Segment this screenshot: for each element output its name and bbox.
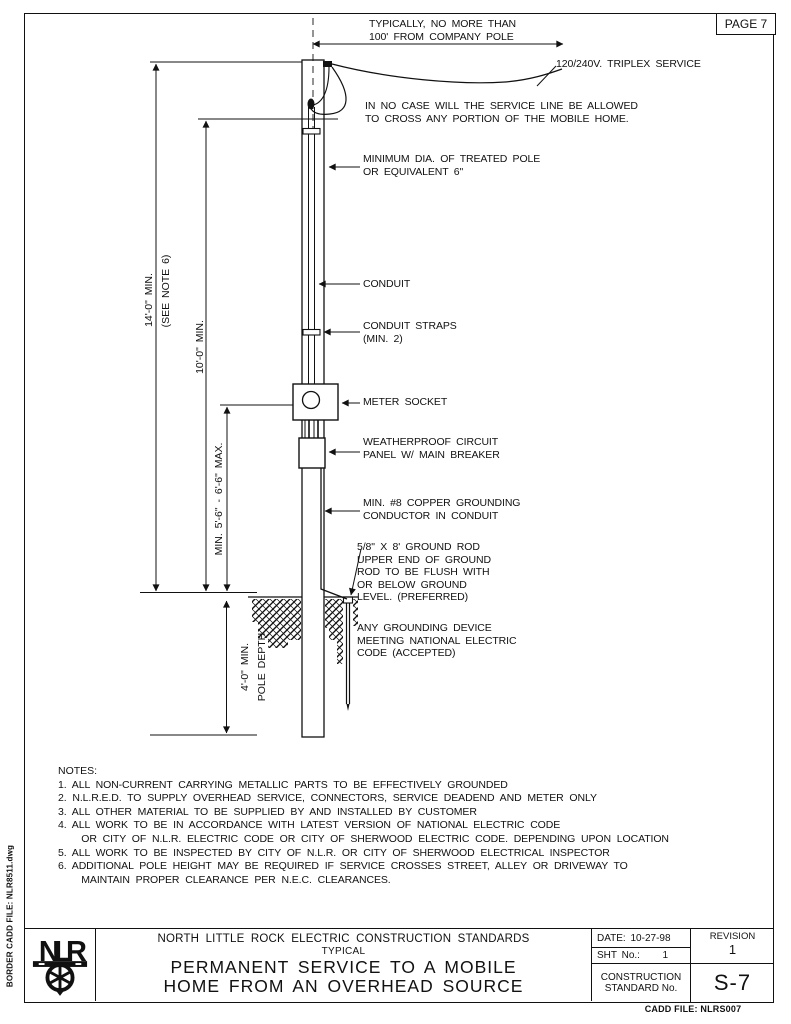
title-line2: HOME FROM AN OVERHEAD SOURCE xyxy=(163,976,524,996)
revision-label: REVISION xyxy=(709,931,756,942)
label-pole-diameter: MINIMUM DIA. OF TREATED POLE OR EQUIVALE… xyxy=(363,153,541,178)
label-ground-rod: 5/8" X 8' GROUND ROD UPPER END OF GROUND… xyxy=(357,541,491,604)
grounding-conductor xyxy=(320,468,348,600)
conduit-nipple xyxy=(304,420,319,438)
circuit-panel xyxy=(298,437,326,469)
dim-text-14ft-note: (SEE NOTE 6) xyxy=(160,254,172,328)
conduit-riser xyxy=(308,107,315,384)
note-line: 4. ALL WORK TO BE IN ACCORDANCE WITH LAT… xyxy=(58,819,561,832)
dimension-lines xyxy=(152,40,564,734)
label-ground-device: ANY GROUNDING DEVICE MEETING NATIONAL EL… xyxy=(357,622,517,660)
label-meter-socket: METER SOCKET xyxy=(363,396,448,408)
title-org: NORTH LITTLE ROCK ELECTRIC CONSTRUCTION … xyxy=(157,933,530,945)
notes-heading: NOTES: xyxy=(58,765,98,777)
title-cell: NORTH LITTLE ROCK ELECTRIC CONSTRUCTION … xyxy=(96,929,592,1002)
note-line: 5. ALL WORK TO BE INSPECTED BY CITY OF N… xyxy=(58,846,610,859)
weatherhead xyxy=(307,98,315,110)
dim-text-pole-depth: 4'-0" MIN. xyxy=(239,643,251,691)
sheet-number-label: SHT No.: xyxy=(597,950,640,961)
meter-socket xyxy=(292,383,339,421)
page-border xyxy=(24,13,774,1003)
label-conduit: CONDUIT xyxy=(363,278,411,290)
revision-value: 1 xyxy=(728,942,737,957)
label-triplex-service: 120/240V. TRIPLEX SERVICE xyxy=(556,58,701,70)
date-value: 10-27-98 xyxy=(630,932,671,944)
label-leaders xyxy=(318,163,362,596)
page-number-box: PAGE 7 xyxy=(716,13,776,35)
conduit-strap-lower xyxy=(302,328,321,336)
dim-text-14ft: 14'-0" MIN. xyxy=(143,273,155,327)
standard-number-cell: S-7 xyxy=(690,964,774,1003)
cadd-file-note: CADD FILE: NLRS007 xyxy=(644,1004,742,1014)
sheet-number-cell: SHT No.: 1 xyxy=(592,948,690,964)
title-line1: PERMANENT SERVICE TO A MOBILE xyxy=(170,957,517,977)
note-line: 6. ADDITIONAL POLE HEIGHT MAY BE REQUIRE… xyxy=(58,860,628,873)
date-cell: DATE: 10-27-98 xyxy=(592,929,690,948)
title-block: NLR NORTH LITTLE ROCK ELECTRIC CONSTRUCT… xyxy=(24,928,774,1003)
construction-standard-cell: CONSTRUCTION STANDARD No. xyxy=(600,971,682,995)
page-number: PAGE 7 xyxy=(724,17,768,31)
label-no-cross: IN NO CASE WILL THE SERVICE LINE BE ALLO… xyxy=(365,100,638,125)
ground-rod xyxy=(342,596,354,711)
service-drop xyxy=(307,61,563,115)
conduit-strap-upper xyxy=(302,127,321,135)
note-line: 2. N.L.R.E.D. TO SUPPLY OVERHEAD SERVICE… xyxy=(58,792,597,805)
nlr-utility-logo: NLR xyxy=(32,936,89,997)
dim-text-pole-depth-label: POLE DEPTH xyxy=(256,632,268,702)
note-line: 3. ALL OTHER MATERIAL TO BE SUPPLIED BY … xyxy=(58,805,477,818)
title-typical: TYPICAL xyxy=(321,946,366,957)
label-ground-conductor: MIN. #8 COPPER GROUNDING CONDUCTOR IN CO… xyxy=(363,497,521,522)
revision-cell: REVISION 1 xyxy=(690,929,774,964)
dim-text-meter-height: MIN. 5'-6" - 6'-6" MAX. xyxy=(213,442,225,556)
extension-lines xyxy=(140,61,338,736)
label-circuit-panel: WEATHERPROOF CIRCUIT PANEL W/ MAIN BREAK… xyxy=(363,436,500,461)
note-line: OR CITY OF N.L.R. ELECTRIC CODE OR CITY … xyxy=(58,832,669,845)
dim-text-10ft: 10'-0" MIN. xyxy=(194,320,206,374)
label-conduit-straps: CONDUIT STRAPS (MIN. 2) xyxy=(363,320,457,345)
notes-list: 1. ALL NON-CURRENT CARRYING METALLIC PAR… xyxy=(58,779,669,888)
service-leader xyxy=(536,65,557,87)
logo-cell: NLR xyxy=(24,929,96,1002)
sheet-number-value: 1 xyxy=(662,950,668,961)
label-span-note: TYPICALLY, NO MORE THAN 100' FROM COMPAN… xyxy=(369,18,516,43)
note-line: 1. ALL NON-CURRENT CARRYING METALLIC PAR… xyxy=(58,778,508,791)
notes-section: NOTES: 1. ALL NON-CURRENT CARRYING METAL… xyxy=(58,765,669,887)
note-line: MAINTAIN PROPER CLEARANCE PER N.E.C. CLE… xyxy=(58,873,391,886)
date-label: DATE: xyxy=(597,932,626,944)
